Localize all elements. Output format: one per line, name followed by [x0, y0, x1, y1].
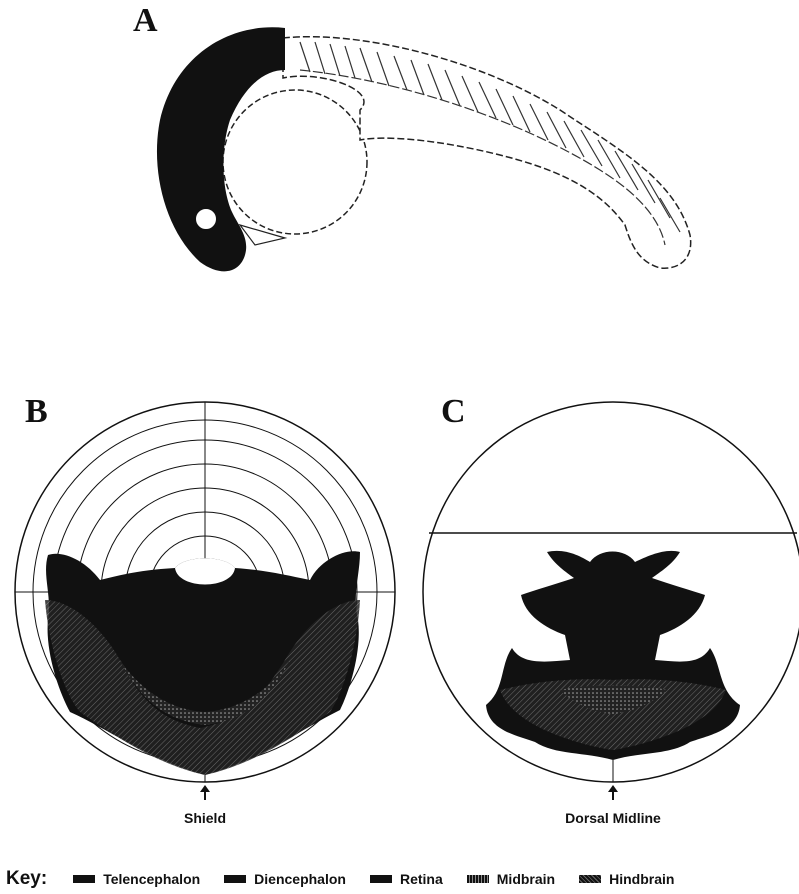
caption-shield: Shield	[155, 810, 255, 826]
embryo-illustration	[157, 27, 691, 271]
key-label-hindbrain: Hindbrain	[609, 871, 674, 887]
up-arrow-icon	[608, 785, 618, 800]
swatch-telencephalon	[73, 875, 95, 883]
key-item-diencephalon: Diencephalon	[224, 871, 346, 887]
key-legend: Key: Telencephalon Diencephalon Retina M…	[6, 868, 698, 890]
key-item-hindbrain: Hindbrain	[579, 871, 674, 887]
panel-b-diagram	[15, 402, 395, 782]
yolk-sac	[223, 90, 367, 234]
key-item-midbrain: Midbrain	[467, 871, 555, 887]
caption-dorsal-midline: Dorsal Midline	[543, 810, 683, 826]
swatch-hindbrain	[579, 875, 601, 883]
key-item-telencephalon: Telencephalon	[73, 871, 200, 887]
key-item-retina: Retina	[370, 871, 443, 887]
key-label-retina: Retina	[400, 871, 443, 887]
swatch-retina	[370, 875, 392, 883]
swatch-diencephalon	[224, 875, 246, 883]
key-label-midbrain: Midbrain	[497, 871, 555, 887]
key-label-telencephalon: Telencephalon	[103, 871, 200, 887]
key-label-diencephalon: Diencephalon	[254, 871, 346, 887]
swatch-midbrain	[467, 875, 489, 883]
up-arrow-icon	[200, 785, 210, 800]
panel-c-diagram	[423, 402, 799, 782]
key-title: Key:	[6, 868, 47, 890]
embryo-eye	[195, 208, 217, 230]
